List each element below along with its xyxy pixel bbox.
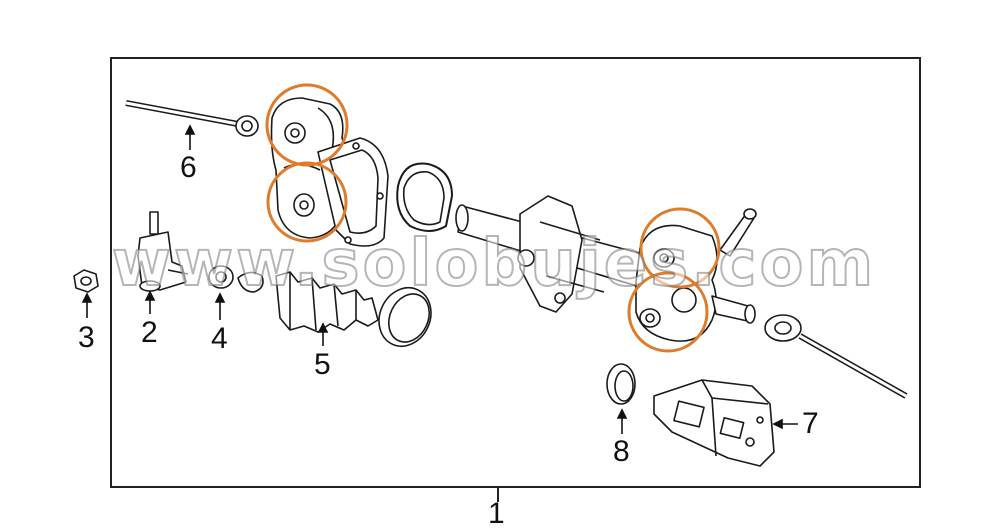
outer-tie-rod-end (137, 211, 189, 292)
jam-nut (208, 265, 264, 293)
arrow-6 (184, 124, 196, 150)
arrow-7 (772, 418, 798, 430)
callout-5: 5 (314, 348, 331, 381)
callout-4: 4 (211, 322, 228, 355)
callout-1: 1 (488, 497, 505, 530)
inner-tie-rod-left (125, 100, 259, 137)
callout-7: 7 (802, 407, 819, 440)
steering-rack-body (455, 195, 757, 342)
arrow-3 (81, 292, 93, 318)
callout-2: 2 (141, 316, 158, 349)
diagram-frame (110, 57, 921, 488)
assist-motor-module (653, 379, 775, 467)
housing-cover-plate (317, 137, 389, 247)
rack-boot (275, 271, 379, 333)
housing-gasket (396, 162, 453, 232)
arrow-2 (144, 290, 156, 314)
boot-clamp-large (378, 287, 432, 347)
highlight-circle-upper-left (265, 83, 349, 167)
highlight-circle-lower-right (627, 271, 709, 353)
callout-8: 8 (613, 435, 630, 468)
arrow-5 (317, 322, 329, 346)
callout-6: 6 (180, 151, 197, 184)
callout-3: 3 (78, 321, 95, 354)
boot-clamp-small (606, 363, 636, 405)
highlight-circle-upper-right (639, 207, 721, 289)
arrow-8 (616, 408, 628, 434)
inner-tie-rod-right (764, 314, 908, 399)
arrow-4 (214, 292, 226, 320)
hex-nut (73, 269, 99, 293)
highlight-circle-lower-left (266, 161, 348, 243)
